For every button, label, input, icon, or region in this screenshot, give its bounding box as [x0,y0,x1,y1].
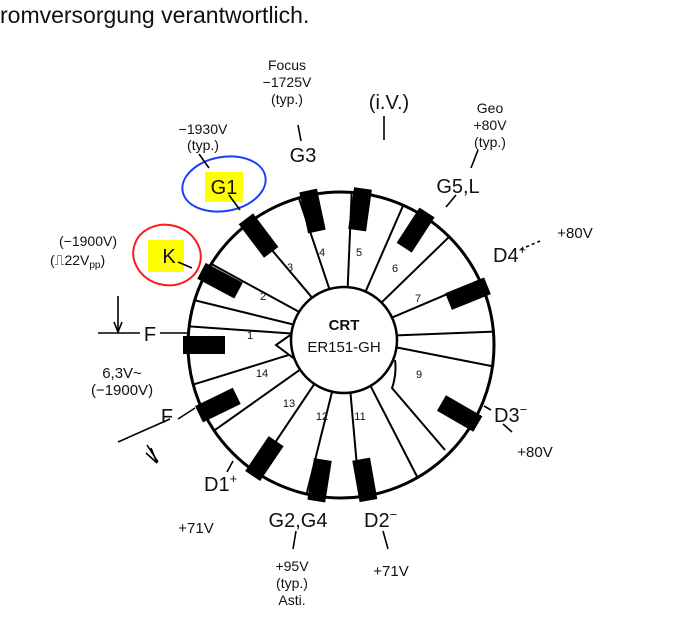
crt-model: ER151-GH [307,339,380,356]
pin-number-9: 9 [416,369,422,381]
pin-number-1: 1 [247,330,253,342]
highlights [132,155,267,287]
pin-number-5: 5 [356,247,362,259]
pin-number-11: 11 [354,411,365,423]
pin-bar-k [197,262,243,299]
label-f-bottom: F [161,406,173,428]
leader-lines [98,116,541,550]
pin-bars [183,187,491,503]
g2g4-voltage-3: Asti. [278,592,305,608]
d4-voltage: +80V [557,225,592,242]
pin-number-14: 14 [256,368,268,380]
pin-number-3: 3 [287,262,293,274]
g1-voltage-1: −1930V [179,121,228,137]
focus-label-2: −1725V [263,74,312,90]
label-d1: D1+ [204,471,237,496]
pin-number-7: 7 [415,293,421,305]
filament-voltage-2: (−1900V) [91,382,153,399]
pin-bar-d1 [245,436,284,482]
sector-divider [189,325,292,335]
label-d2-sup: − [390,507,398,522]
sector-divider [346,192,353,288]
header-text: romversorgung verantwortlich. [0,2,310,28]
sector-divider [213,368,301,432]
label-d2-text: D2 [364,510,390,532]
label-f-top: F [144,324,156,346]
sector-dividers [189,192,494,497]
label-g3: G3 [290,145,317,167]
k-voltage-2: (⎍22Vpp) [50,252,105,271]
pin-bar-iv [348,187,372,232]
label-d4-text: D4 [493,245,519,267]
k-voltage-main: (⎍22V [50,252,90,268]
pin-bar-g2g4 [307,458,332,503]
label-g1: G1 [211,177,238,199]
socket-inner-circle [289,285,399,395]
geo-label-2: +80V [473,117,507,133]
pin-labels: F F 6,3V~ (−1900V) K (−1900V) (⎍22Vpp) G… [50,57,593,608]
label-d3: D3− [494,402,527,427]
geo-label-3: (typ.) [474,134,506,150]
pin-bar-f2 [195,387,241,423]
k-annotation-circle [132,223,202,287]
k-voltage-1: (−1900V) [59,233,117,249]
k-highlight [148,240,184,272]
label-d2: D2− [364,507,397,532]
d1-voltage: +71V [178,520,213,537]
g1-annotation-circle [181,155,267,213]
label-d4: D4+ [493,242,526,267]
sector-divider [369,385,419,478]
pin-number-6: 6 [392,263,398,275]
label-d3-text: D3 [494,405,520,427]
crt-title: CRT [329,317,360,334]
g2g4-voltage-1: +95V [275,558,309,574]
pin-number-13: 13 [283,398,295,410]
k-voltage-close: ) [101,252,106,268]
label-iv: (i.V.) [369,92,409,114]
geo-label-1: Geo [477,100,504,116]
sector-divider [194,299,294,326]
d3-voltage: +80V [517,444,552,461]
sector-divider [380,236,450,304]
pin-bar-d4 [445,277,491,310]
pin-bar-d3 [436,395,483,432]
focus-label-3: (typ.) [271,91,303,107]
d2-voltage: +71V [373,563,408,580]
g1-highlight [205,172,243,202]
focus-label-1: Focus [268,57,306,73]
pin-bar-g5l [396,207,435,253]
pin-number-12: 12 [316,411,328,423]
pin-bar-1 [183,336,225,354]
k-voltage-sub: pp [89,260,101,271]
pin-number-4: 4 [319,247,325,259]
label-d3-sup: − [520,402,528,417]
label-d4-sup: + [519,242,527,257]
sector-divider [210,263,300,313]
sector-divider [364,204,405,292]
label-g2g4: G2,G4 [269,510,328,532]
pin-bar-g3 [299,188,326,234]
label-k: K [162,246,176,268]
pin-9-boundary [390,359,446,451]
pin-bar-d2 [352,457,378,503]
pin-number-2: 2 [260,291,266,303]
sector-divider [396,330,494,337]
label-g5l: G5,L [436,176,479,198]
pin-bar-g1 [238,213,279,258]
label-d1-text: D1 [204,474,230,496]
label-d1-sup: + [230,471,238,486]
g2g4-voltage-2: (typ.) [276,575,308,591]
sector-divider [192,352,294,386]
g1-voltage-2: (typ.) [187,137,219,153]
sector-divider [305,391,334,495]
sector-divider [396,346,493,368]
filament-voltage-1: 6,3V~ [102,365,142,382]
pin-numbers: 1 2 3 4 5 6 7 9 11 12 13 14 [247,247,422,423]
